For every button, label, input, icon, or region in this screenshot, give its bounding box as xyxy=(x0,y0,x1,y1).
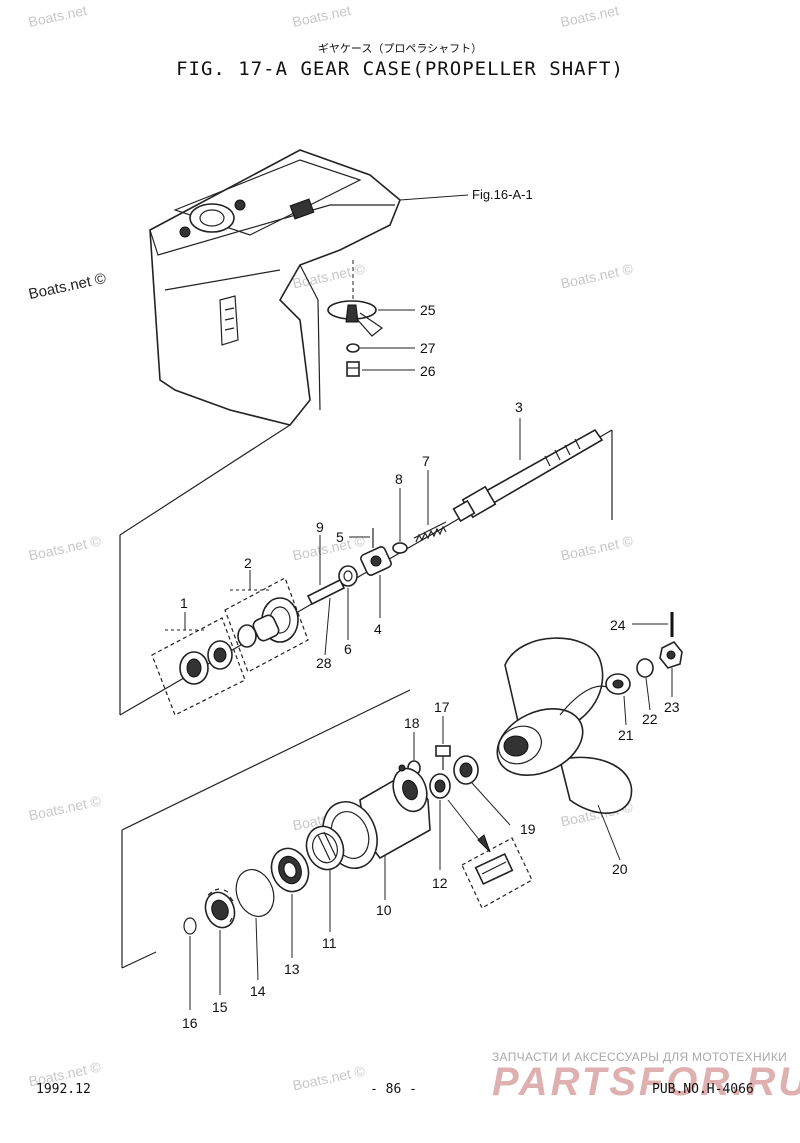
callout-20: 20 xyxy=(612,861,628,877)
part-17-bolt xyxy=(435,745,451,770)
part-21-spacer xyxy=(605,673,631,695)
part-7-spring xyxy=(413,521,447,543)
callout-28: 28 xyxy=(316,655,332,671)
callout-15: 15 xyxy=(212,999,228,1015)
callout-16: 16 xyxy=(182,1015,198,1031)
callout-8: 8 xyxy=(395,471,403,487)
partsfor-logo: PARTSFOR.RU xyxy=(492,1060,800,1104)
inset-arrow xyxy=(447,799,485,847)
page-number: - 86 - xyxy=(370,1082,417,1097)
callout-26: 26 xyxy=(420,363,436,379)
callout-25: 25 xyxy=(420,302,436,318)
callout-19: 19 xyxy=(520,821,536,837)
promo-text: ЗАПЧАСТИ И АКСЕССУАРЫ ДЛЯ МОТОТЕХНИКИ xyxy=(492,1050,788,1064)
part-26-bolt xyxy=(346,361,360,377)
gear-case-housing xyxy=(149,149,401,426)
seal-inset-detail xyxy=(474,853,514,885)
part-14-o-ring xyxy=(235,869,275,917)
callout-14: 14 xyxy=(250,983,266,999)
callout-7: 7 xyxy=(422,453,430,469)
part-8-pin xyxy=(392,542,408,554)
part-3-propeller-shaft xyxy=(452,428,604,523)
assembly-frame-lower xyxy=(121,689,411,969)
callout-18: 18 xyxy=(404,715,420,731)
part-15-reverse-gear xyxy=(204,888,236,929)
part-25-anode xyxy=(327,300,384,337)
callout-4: 4 xyxy=(374,621,382,637)
callout-27: 27 xyxy=(420,340,436,356)
part-23-nut xyxy=(659,640,683,669)
callout-24: 24 xyxy=(610,617,626,633)
callout-3: 3 xyxy=(515,399,523,415)
callout-5: 5 xyxy=(336,529,344,545)
group-1-box xyxy=(151,617,246,716)
publication-number: PUB.NO.H-4066 xyxy=(652,1082,754,1097)
figure-title: FIG. 17-A GEAR CASE(PROPELLER SHAFT) xyxy=(176,58,624,80)
seal-inset-box xyxy=(461,837,533,909)
part-11-bearing xyxy=(305,825,345,871)
group-2-box xyxy=(224,577,309,673)
reference-fig-label: Fig.16-A-1 xyxy=(472,187,533,202)
callout-21: 21 xyxy=(618,727,634,743)
part-9-shaft xyxy=(306,578,346,606)
assembly-frame-upper xyxy=(119,424,613,716)
part-28-leader xyxy=(324,597,331,656)
callout-1: 1 xyxy=(180,595,188,611)
callout-13: 13 xyxy=(284,961,300,977)
part-19-thrust-washer xyxy=(453,755,479,785)
callout-labels: 1 2 3 4 5 6 7 8 9 10 11 12 13 14 15 16 1… xyxy=(180,302,680,1031)
callout-17: 17 xyxy=(434,699,450,715)
callout-6: 6 xyxy=(344,641,352,657)
part-16-circlip xyxy=(183,917,197,935)
callout-10: 10 xyxy=(376,902,392,918)
part-12-oil-seal xyxy=(429,773,451,799)
part-27-washer xyxy=(346,343,360,353)
part-22-washer xyxy=(636,658,654,678)
part-4-clutch xyxy=(360,546,392,576)
part-13-bearing xyxy=(270,847,310,893)
callout-23: 23 xyxy=(664,699,680,715)
callout-9: 9 xyxy=(316,519,324,535)
part-2-gear xyxy=(237,597,299,648)
callout-11: 11 xyxy=(322,935,337,951)
callout-22: 22 xyxy=(642,711,658,727)
publication-date: 1992.12 xyxy=(36,1082,91,1097)
callout-2: 2 xyxy=(244,555,252,571)
figure-subtitle-jp: ギヤケース（プロペラシャフト） xyxy=(317,42,483,55)
part-6-washer xyxy=(338,565,358,587)
callout-12: 12 xyxy=(432,875,448,891)
part-20-propeller xyxy=(496,637,633,814)
part-1-bearing xyxy=(179,640,233,685)
